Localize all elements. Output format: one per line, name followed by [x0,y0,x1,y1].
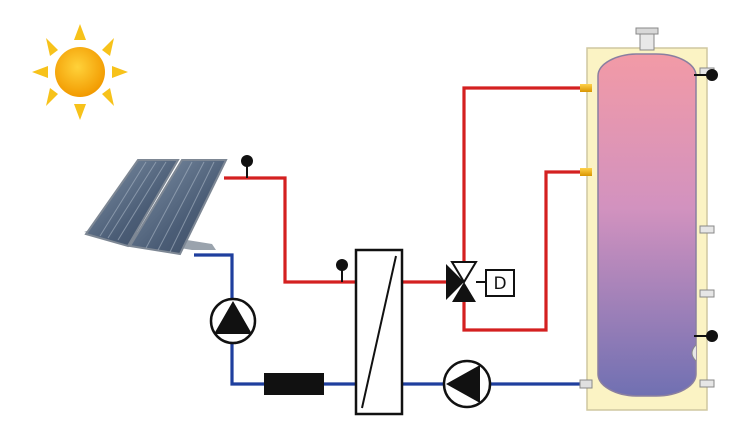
pump-icon [209,297,257,345]
temperature-sensor-icon [694,330,718,342]
heat-exchanger [354,248,404,416]
temperature-sensor-icon [241,155,253,178]
diverter-actuator: D [485,269,515,297]
pump-icon [442,359,492,409]
temperature-sensor-icon [694,69,718,81]
solar-collector-icon [84,159,228,256]
hot-supply-pipe [224,86,586,332]
flow-meter [264,373,324,395]
temperature-sensor-icon [336,259,348,282]
three-way-valve-icon [446,261,486,302]
sun-icon [32,24,128,120]
cold-return-pipe [194,253,586,386]
storage-tank [579,27,715,411]
diverter-label: D [493,274,506,294]
